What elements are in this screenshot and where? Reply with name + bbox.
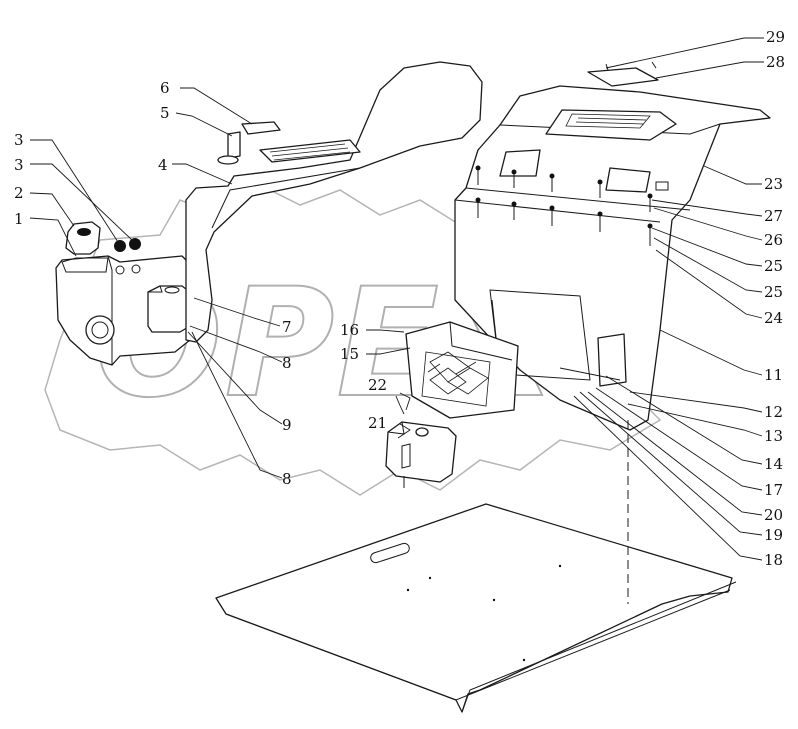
panel-fasteners: [475, 165, 653, 246]
callout-25a: 25: [764, 257, 783, 275]
part-grille-cover: [405, 321, 519, 419]
leader-lines: [29, 37, 764, 561]
callout-12: 12: [764, 403, 783, 421]
callout-5: 5: [160, 104, 170, 122]
callout-16: 16: [340, 321, 359, 339]
callout-3b: 3: [14, 156, 24, 174]
callout-8a: 8: [282, 354, 292, 372]
part-small-cap: [65, 221, 101, 255]
callout-19: 19: [764, 526, 783, 544]
callout-26: 26: [764, 231, 783, 249]
callout-9: 9: [282, 416, 292, 434]
part-floor-mat: [215, 503, 737, 713]
part-dashboard-panel: [454, 85, 771, 431]
part-top-plate: [587, 61, 659, 87]
callout-18: 18: [764, 551, 783, 569]
callout-29: 29: [766, 28, 785, 46]
callout-27: 27: [764, 207, 783, 225]
part-small-box: [147, 285, 191, 333]
callout-labels: 1 2 3 3 4 5 6 7 8 9 8 11 12 13 14 15 16 …: [14, 28, 785, 569]
part-reservoir: [385, 395, 457, 488]
callout-2: 2: [14, 184, 24, 202]
callout-21: 21: [368, 414, 387, 432]
callout-4: 4: [158, 156, 168, 174]
callout-8b: 8: [282, 470, 292, 488]
part-knobs: [114, 238, 141, 252]
callout-3a: 3: [14, 131, 24, 149]
callout-17: 17: [764, 481, 783, 499]
callout-14: 14: [764, 455, 783, 473]
callout-23: 23: [764, 175, 783, 193]
callout-28: 28: [766, 53, 785, 71]
callout-13: 13: [764, 427, 783, 445]
part-console: [185, 61, 483, 343]
callout-15: 15: [340, 345, 359, 363]
callout-22: 22: [368, 376, 387, 394]
part-left-housing: [55, 255, 191, 366]
callout-20: 20: [764, 506, 783, 524]
callout-11: 11: [764, 366, 783, 384]
callout-1: 1: [14, 210, 24, 228]
callout-25b: 25: [764, 283, 783, 301]
callout-6: 6: [160, 79, 170, 97]
part-switch: [217, 121, 281, 165]
callout-7: 7: [282, 318, 292, 336]
callout-24: 24: [764, 309, 783, 327]
